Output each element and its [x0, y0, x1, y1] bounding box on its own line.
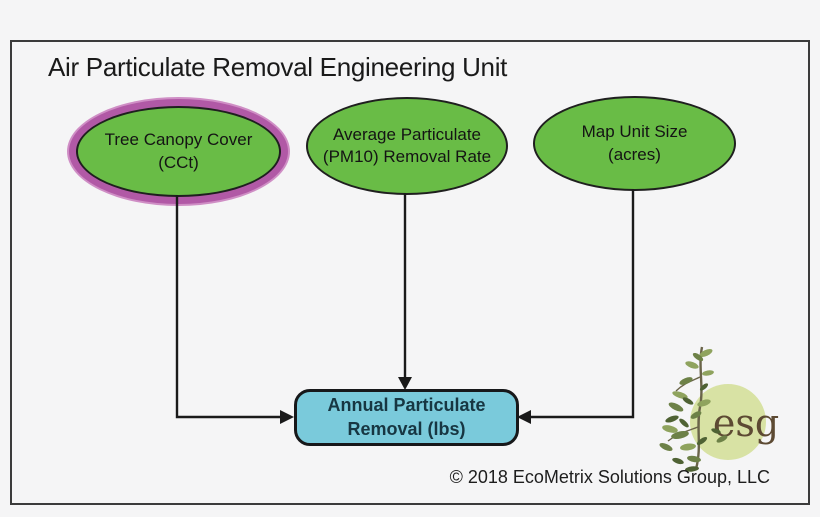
node-label: Average Particulate (PM10) Removal Rate: [323, 124, 491, 168]
copyright-text: © 2018 EcoMetrix Solutions Group, LLC: [449, 467, 770, 487]
node-label-line1: Map Unit Size: [581, 122, 688, 142]
esg-logo: esg: [659, 346, 779, 472]
node-label: Map Unit Size (acres): [582, 121, 688, 165]
logo-tree-sprig: [659, 346, 728, 472]
node-label: Annual Particulate Removal (lbs): [327, 394, 485, 441]
diagram-frame: [10, 40, 810, 505]
node-label-line1: Annual Particulate: [327, 395, 486, 416]
node-annual-particulate-removal: Annual Particulate Removal (lbs): [294, 389, 519, 446]
node-avg-particulate-removal-rate: Average Particulate (PM10) Removal Rate: [306, 97, 508, 195]
node-label: Tree Canopy Cover (CCt): [105, 129, 253, 173]
node-map-unit-size: Map Unit Size (acres): [533, 96, 736, 191]
diagram-title: Air Particulate Removal Engineering Unit: [48, 52, 508, 82]
node-label-line2: (acres): [608, 144, 661, 164]
node-tree-canopy-cover: Tree Canopy Cover (CCt): [76, 106, 281, 197]
node-label-line1: Average Particulate: [332, 124, 482, 144]
node-label-line1: Tree Canopy Cover: [104, 130, 253, 150]
node-label-line2: (CCt): [158, 152, 199, 172]
node-label-line2: (PM10) Removal Rate: [322, 147, 492, 166]
node-label-line2: Removal (lbs): [347, 418, 466, 439]
